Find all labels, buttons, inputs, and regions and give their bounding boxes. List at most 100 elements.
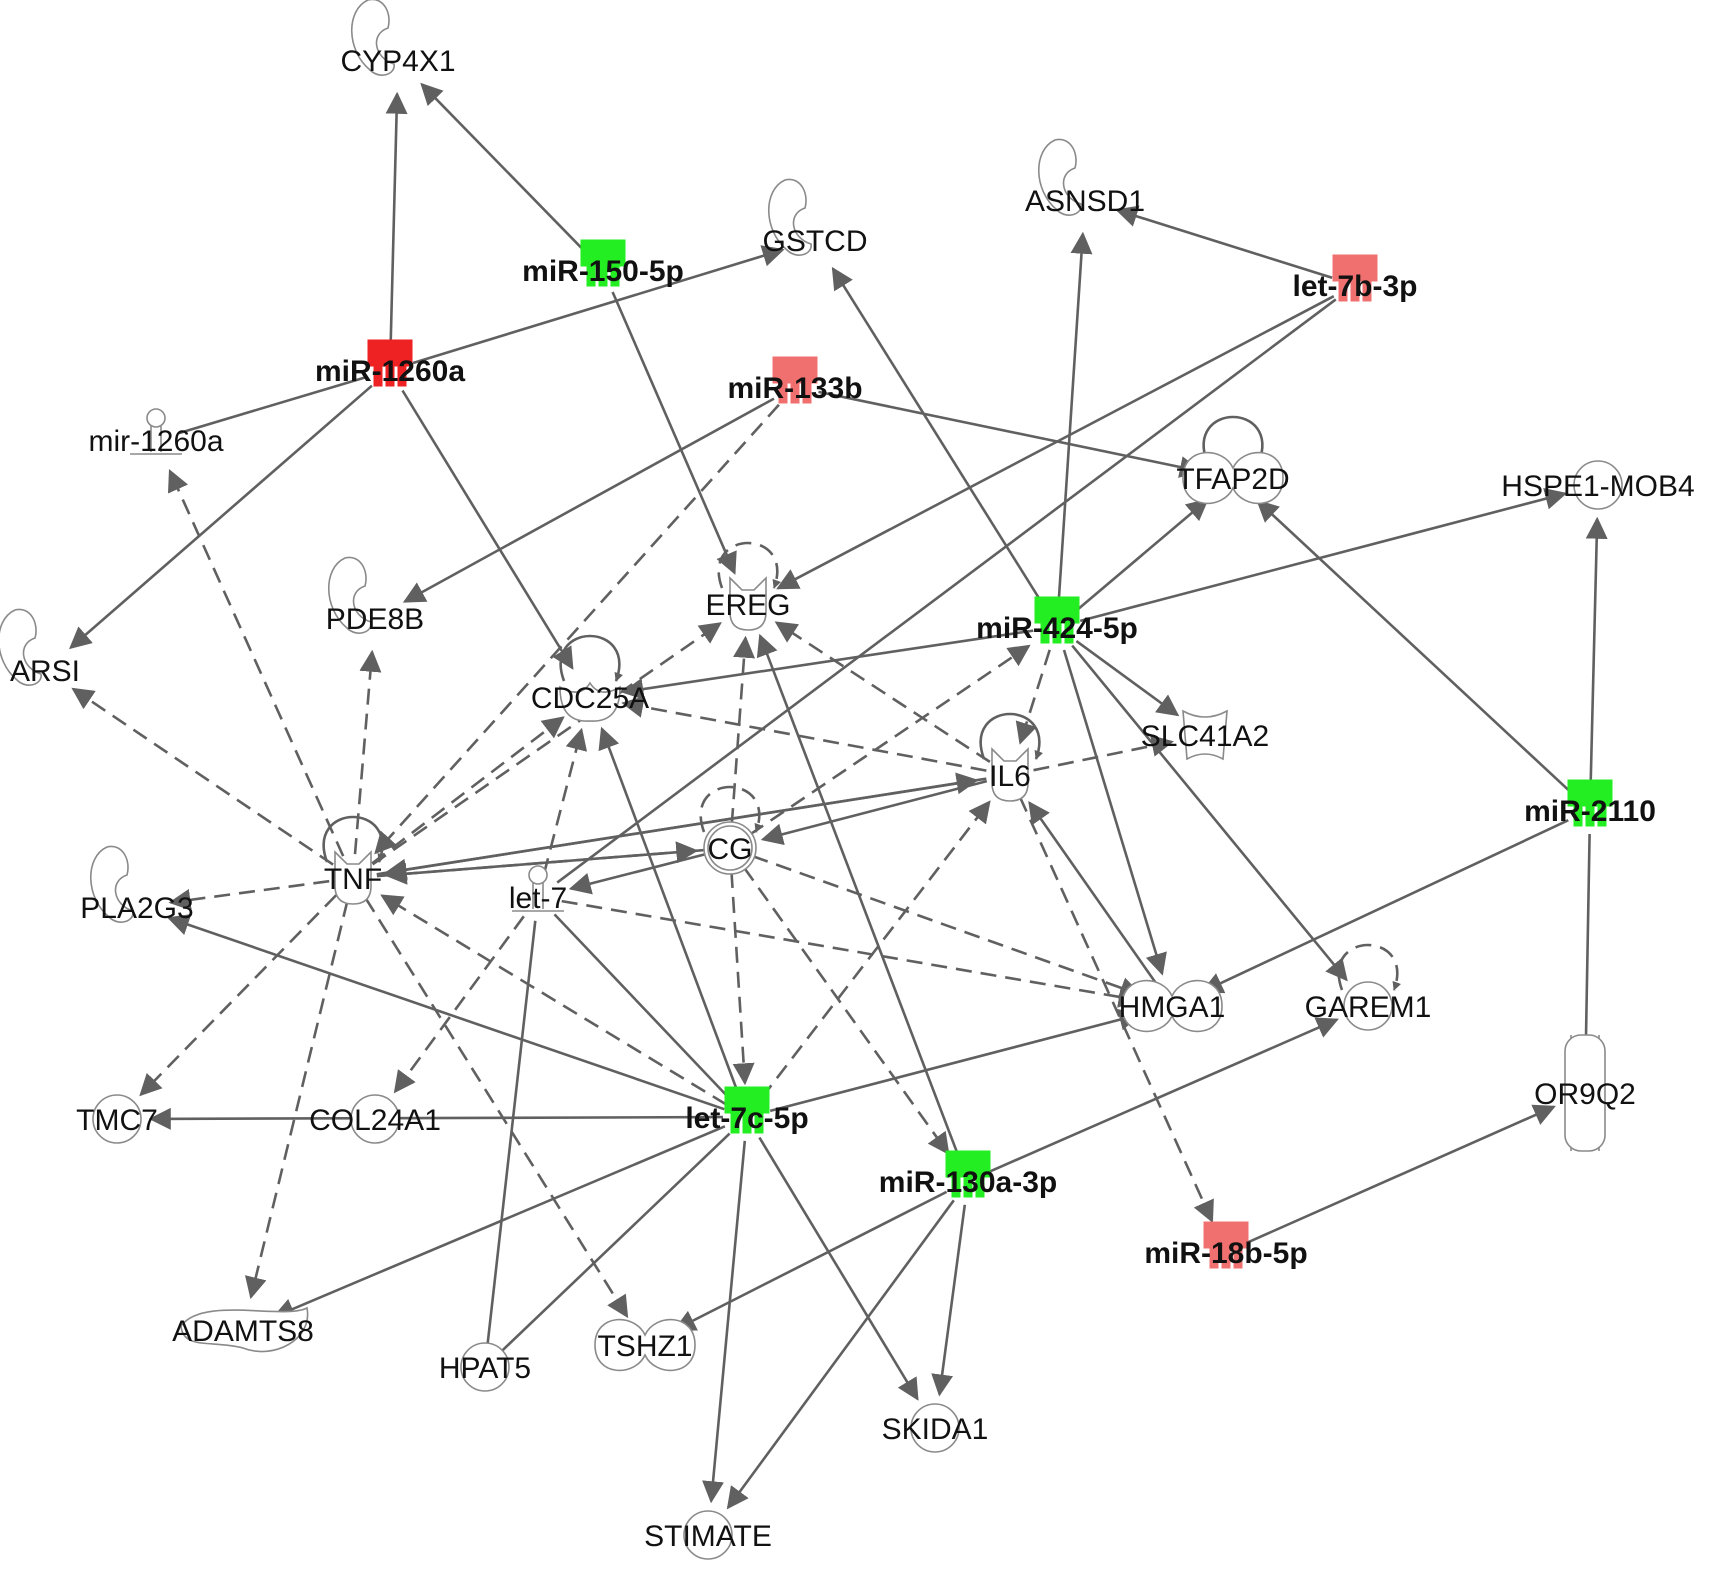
node-label: CDC25A: [531, 682, 649, 715]
node-label: IL6: [989, 760, 1031, 793]
edge-mir-130a-3p-to-skida1: [931, 1204, 967, 1397]
node-pde8b[interactable]: PDE8B: [326, 556, 424, 636]
node-let-7b-3p[interactable]: let-7b-3p: [1292, 254, 1418, 303]
node-mir-150-5p[interactable]: miR-150-5p: [522, 239, 684, 288]
node-label: HPAT5: [439, 1352, 531, 1385]
node-label: let-7: [509, 882, 567, 915]
node-arsi[interactable]: ARSI: [0, 608, 80, 688]
edge-let-7c-5p-to-stimate: [702, 1140, 747, 1504]
node-pla2g3[interactable]: PLA2G3: [80, 845, 194, 925]
node-mir-130a-3p[interactable]: miR-130a-3p: [879, 1150, 1057, 1199]
edge-let-7b-3p-to-let-7: [556, 298, 1337, 884]
node-label: OR9Q2: [1534, 1078, 1636, 1111]
node-glyph-slc41a2: [1182, 709, 1228, 761]
edge-il6-to-mir-18b-5p: [1018, 796, 1214, 1224]
node-label: TMC7: [76, 1104, 158, 1137]
node-glyph-gstcd: [767, 178, 812, 256]
node-tnf[interactable]: TNF: [324, 850, 382, 905]
edge-cg-to-hmga1: [752, 854, 1143, 999]
node-glyph-mir-1260a: [130, 408, 182, 455]
self-loop-garem1: [1337, 943, 1402, 991]
edge-il6-to-ereg: [774, 621, 991, 763]
node-il6[interactable]: IL6: [989, 747, 1031, 802]
node-adamts8[interactable]: ADAMTS8: [172, 1306, 314, 1353]
node-label: miR-133b: [727, 372, 862, 405]
edge-let-7-to-hmga1: [561, 899, 1141, 1008]
node-let-7[interactable]: let-7: [509, 865, 567, 915]
edge-mir-424-5p-to-garem1: [1071, 644, 1348, 982]
node-label: ASNSD1: [1025, 185, 1145, 218]
node-mir-2110[interactable]: miR-2110: [1524, 779, 1656, 828]
node-glyph-hpat5: [460, 1342, 510, 1392]
node-label: miR-1260a: [315, 355, 465, 388]
node-hmga1[interactable]: HMGA1: [1119, 979, 1226, 1033]
node-glyph-adamts8: [180, 1306, 309, 1353]
node-glyph-il6: [991, 747, 1029, 802]
node-let-7c-5p[interactable]: let-7c-5p: [685, 1086, 809, 1135]
node-glyph-hspe1-mob4: [1573, 460, 1623, 510]
node-label: PDE8B: [326, 603, 424, 636]
node-glyph-let-7: [512, 865, 564, 912]
self-loop-ereg: [717, 541, 782, 589]
node-col24a1[interactable]: COL24A1: [309, 1094, 441, 1144]
node-glyph-let-7c-5p: [724, 1086, 770, 1134]
node-glyph-mir-1260a: [367, 339, 413, 387]
edge-mir-130a-3p-to-garem1: [989, 1017, 1339, 1173]
edge-let-7c-5p-to-hmga1: [769, 1008, 1142, 1113]
node-ereg[interactable]: EREG: [705, 576, 791, 631]
node-glyph-tshz1: [594, 1318, 696, 1372]
node-mir-18b-5p[interactable]: miR-18b-5p: [1144, 1221, 1308, 1270]
node-garem1[interactable]: GAREM1: [1305, 981, 1432, 1031]
node-label: GSTCD: [763, 225, 868, 258]
self-loop-cdc25a: [559, 634, 624, 682]
node-glyph-mir-130a-3p: [945, 1150, 991, 1198]
node-cdc25a[interactable]: CDC25A: [531, 681, 649, 722]
edge-mir-150-5p-to-ereg: [611, 291, 737, 575]
node-tshz1[interactable]: TSHZ1: [594, 1318, 696, 1372]
edge-mir-2110-to-tfap2d: [1256, 499, 1574, 795]
node-glyph-cyp4x1: [350, 0, 395, 76]
edge-let-7-to-col24a1: [393, 915, 525, 1094]
node-label: SKIDA1: [882, 1413, 989, 1446]
node-glyph-let-7b-3p: [1332, 254, 1378, 302]
edge-let-7c-5p-to-adamts8: [272, 1125, 726, 1320]
edge-tnf-to-adamts8: [244, 900, 349, 1300]
node-hpat5[interactable]: HPAT5: [439, 1342, 531, 1392]
edge-let-7-to-cdc25a: [542, 727, 588, 875]
node-stimate[interactable]: STIMATE: [644, 1510, 772, 1560]
node-glyph-asnsd1: [1037, 138, 1082, 216]
node-label: TSHZ1: [597, 1330, 692, 1363]
node-cyp4x1[interactable]: CYP4X1: [340, 0, 456, 78]
edge-tnf-to-pla2g3: [168, 879, 330, 911]
node-label: EREG: [705, 589, 790, 622]
node-hspe1-mob4[interactable]: HSPE1-MOB4: [1501, 460, 1695, 510]
node-label: TNF: [324, 863, 382, 896]
edge-cg-to-let-7: [568, 852, 708, 895]
node-slc41a2[interactable]: SLC41A2: [1141, 709, 1269, 761]
edge-mir-1260a-to-arsi: [69, 384, 373, 650]
edge-let-7c-5p-to-cdc25a: [598, 726, 740, 1095]
node-glyph-tfap2d: [1182, 451, 1284, 505]
node-mir-133b[interactable]: miR-133b: [727, 356, 863, 405]
node-glyph-skida1: [910, 1403, 960, 1453]
node-label: let-7c-5p: [685, 1102, 808, 1135]
node-gstcd[interactable]: GSTCD: [763, 178, 868, 258]
node-tmc7[interactable]: TMC7: [76, 1094, 158, 1144]
node-glyph-hmga1: [1121, 979, 1223, 1033]
node-glyph-col24a1: [350, 1094, 400, 1144]
node-mir-424-5p[interactable]: miR-424-5p: [976, 596, 1138, 645]
node-skida1[interactable]: SKIDA1: [882, 1403, 989, 1453]
node-mir-1260a[interactable]: mir-1260a: [88, 408, 224, 458]
node-cg[interactable]: CG: [703, 821, 757, 875]
edge-il6-to-cg: [760, 779, 988, 846]
node-glyph-arsi: [0, 608, 42, 686]
node-asnsd1[interactable]: ASNSD1: [1025, 138, 1145, 218]
node-glyph-tnf: [334, 850, 372, 905]
node-mir-1260a[interactable]: miR-1260a: [315, 339, 465, 388]
node-glyph-cdc25a: [559, 681, 621, 722]
node-or9q2[interactable]: OR9Q2: [1534, 1034, 1636, 1152]
node-label: STIMATE: [644, 1520, 772, 1553]
node-tfap2d[interactable]: TFAP2D: [1176, 451, 1290, 505]
edge-tnf-to-tmc7: [139, 894, 338, 1097]
